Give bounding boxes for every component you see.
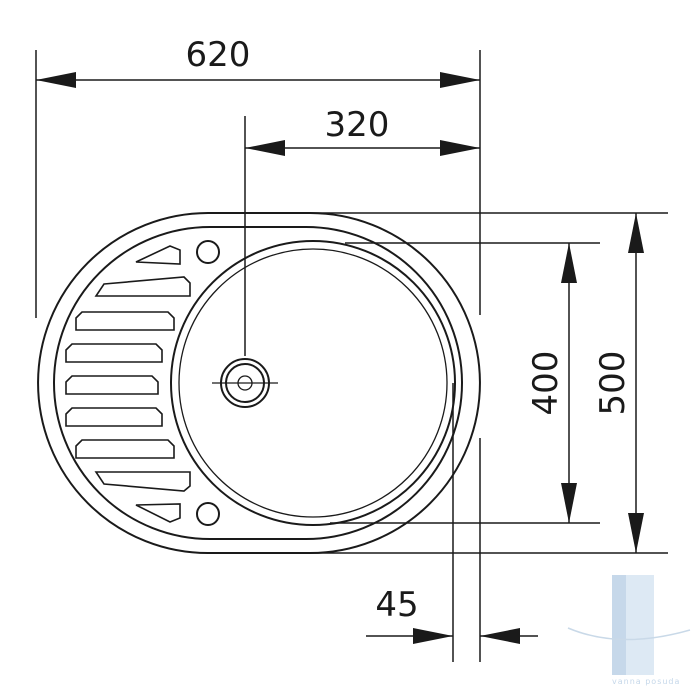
drainer-slot (135, 503, 181, 523)
drainer-slot (65, 343, 163, 363)
drainer-slot (65, 375, 159, 395)
drainer-slot (94, 276, 191, 297)
bowl-inner-circle (178, 248, 448, 518)
dimension-label-620: 620 (186, 35, 251, 75)
dimension-45: 45 (366, 383, 538, 662)
watermark-swoosh (567, 627, 691, 641)
drainer-slot (75, 439, 175, 459)
dimension-620: 620 (35, 35, 481, 318)
dimension-400: 400 (330, 242, 600, 524)
dimension-500: 500 (310, 212, 668, 554)
watermark-bar-accent (612, 575, 626, 675)
watermark-logo: vanna posuda (567, 575, 691, 686)
drainer-slot (94, 471, 191, 492)
drain (212, 358, 278, 408)
watermark-text: vanna posuda (612, 677, 680, 686)
dimension-label-45: 45 (375, 585, 418, 625)
drainer-slot (65, 407, 163, 427)
dimension-label-400: 400 (526, 351, 566, 416)
dimension-label-500: 500 (593, 351, 633, 416)
dimension-320: 320 (244, 105, 480, 356)
tap-hole-bottom (196, 502, 220, 526)
drainer-slots (65, 245, 191, 523)
tap-hole-top (196, 240, 220, 264)
dimension-label-320: 320 (325, 105, 390, 145)
bowl-circle (170, 240, 456, 526)
drainer-slot (75, 311, 175, 331)
drainer-slot (135, 245, 181, 265)
tap-holes (196, 240, 220, 526)
